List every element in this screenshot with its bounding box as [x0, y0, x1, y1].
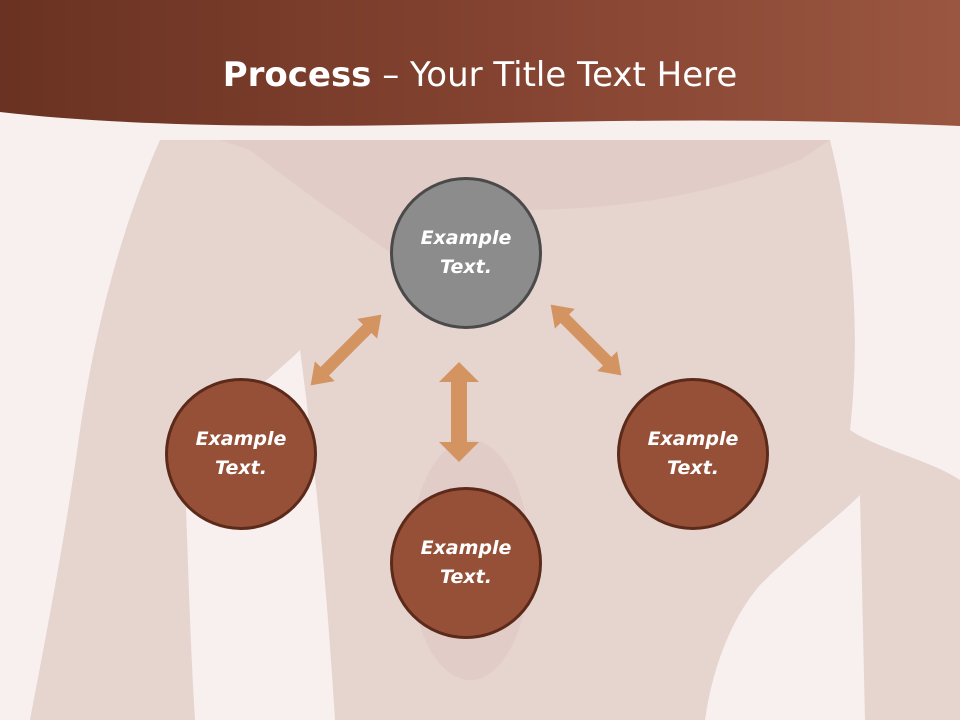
double-arrow-right	[550, 304, 622, 376]
slide-title: Process – Your Title Text Here	[0, 52, 960, 98]
header-band	[0, 0, 960, 126]
node-top: Example Text.	[390, 177, 542, 329]
title-bold: Process	[222, 55, 372, 95]
title-rest: – Your Title Text Here	[371, 55, 738, 95]
node-top-label: Example Text.	[420, 227, 512, 278]
node-bottom-label: Example Text.	[420, 537, 512, 588]
node-right: Example Text.	[617, 378, 769, 530]
double-arrow-center	[439, 362, 479, 462]
torso-photo	[30, 140, 960, 720]
node-left: Example Text.	[165, 378, 317, 530]
node-left-label: Example Text.	[195, 428, 287, 479]
double-arrow-left	[310, 314, 382, 386]
node-right-label: Example Text.	[647, 428, 739, 479]
node-bottom: Example Text.	[390, 487, 542, 639]
